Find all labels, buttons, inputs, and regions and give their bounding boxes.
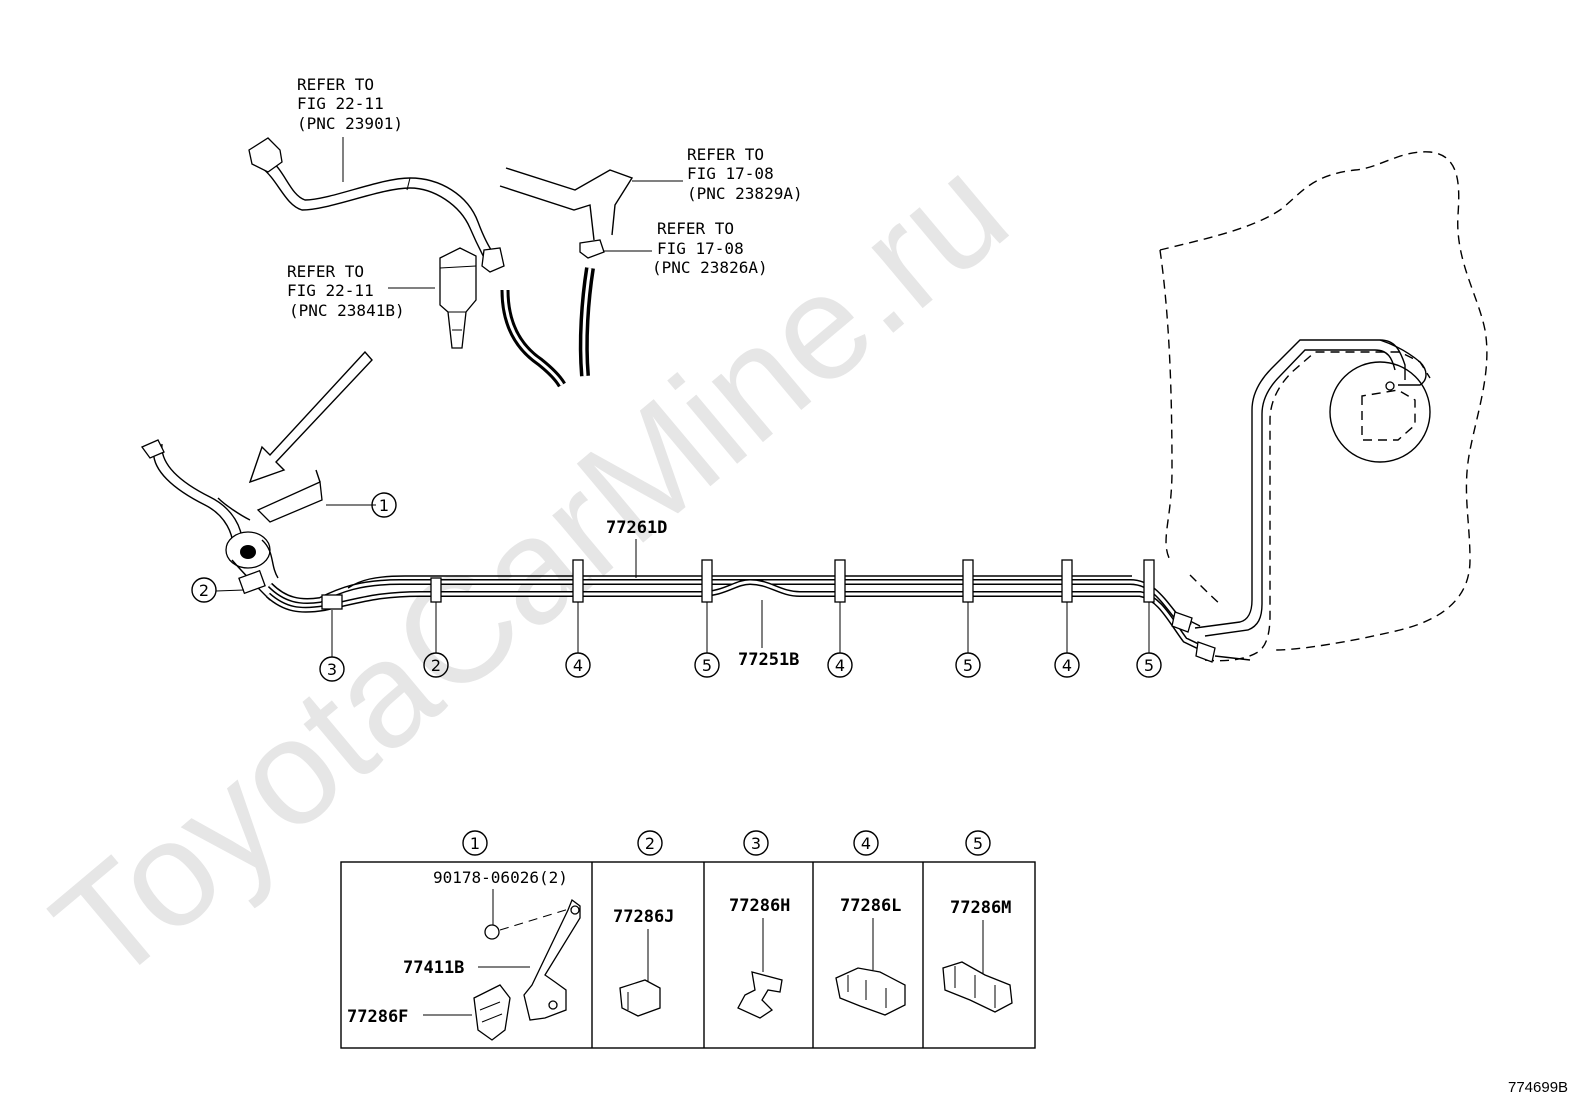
ref-line: REFER TO	[287, 262, 364, 281]
svg-text:4: 4	[1062, 656, 1072, 675]
callout-5c: 5	[1136, 602, 1162, 678]
clip-part-number: 77286H	[729, 896, 790, 916]
ref-23826a: REFER TO FIG 17-08 (PNC 23826A)	[600, 219, 768, 277]
callout-2: 2	[423, 602, 449, 678]
callout-4b: 4	[827, 602, 853, 678]
bracket-77411b-installed	[256, 469, 376, 523]
table-header-2: 2	[637, 830, 663, 856]
callout-3: 3	[319, 610, 345, 682]
svg-text:4: 4	[861, 834, 871, 853]
bolt-icon	[484, 924, 500, 940]
ref-23901: REFER TO FIG 22-11 (PNC 23901)	[297, 75, 403, 182]
clip-77286l-icon	[835, 967, 906, 1016]
callout-5a: 5	[694, 602, 720, 678]
ref-line: FIG 22-11	[297, 94, 384, 113]
svg-text:5: 5	[973, 834, 983, 853]
clip-77286j-icon	[619, 979, 661, 1017]
hose-23829a	[499, 167, 634, 259]
table-cell-4: 77286L	[835, 896, 906, 1016]
callout-5b: 5	[955, 602, 981, 678]
callout-4c: 4	[1054, 602, 1080, 678]
part-number-77261d: 77261D	[606, 518, 667, 538]
callout-2-front: 2	[191, 577, 245, 603]
clip-part-number: 77286J	[613, 907, 674, 927]
table-header-1: 1	[462, 830, 488, 856]
svg-text:2: 2	[199, 581, 209, 600]
clip-2b	[430, 577, 442, 603]
svg-text:3: 3	[327, 660, 337, 679]
table-cell-5: 77286M	[942, 898, 1013, 1013]
ref-line: (PNC 23829A)	[687, 184, 803, 203]
clip-5b	[962, 559, 974, 603]
clip-5c	[1143, 559, 1155, 603]
parts-table: 1 2 3 4 5 90178-06026(2) 774	[340, 830, 1036, 1049]
svg-text:1: 1	[379, 496, 389, 515]
front-lines	[140, 439, 251, 551]
clip-part-number: 77286L	[840, 896, 901, 916]
ref-23841b: REFER TO FIG 22-11 (PNC 23841B)	[287, 262, 435, 320]
svg-text:1: 1	[470, 834, 480, 853]
callout-1: 1	[371, 492, 397, 518]
ref-line: FIG 22-11	[287, 281, 374, 300]
clamp-part-number: 77286F	[347, 1007, 408, 1027]
fuel-tank-outline	[1159, 151, 1488, 651]
svg-text:2: 2	[431, 656, 441, 675]
ref-line: (PNC 23901)	[297, 114, 403, 133]
hose-short	[500, 289, 566, 388]
clip-77286m-icon	[942, 961, 1013, 1013]
svg-text:4: 4	[573, 656, 583, 675]
callout-4a: 4	[565, 602, 591, 678]
part-number-77251b: 77251B	[738, 650, 799, 670]
clip-4b	[834, 559, 846, 603]
ref-line: FIG 17-08	[657, 239, 744, 258]
svg-text:2: 2	[645, 834, 655, 853]
hose-dark	[578, 267, 595, 377]
ref-line: (PNC 23826A)	[652, 258, 768, 277]
table-cell-1: 90178-06026(2) 77411B 77286F	[347, 868, 581, 1041]
table-header-4: 4	[853, 830, 879, 856]
arrow-icon	[248, 350, 373, 484]
svg-text:5: 5	[702, 656, 712, 675]
ref-line: REFER TO	[687, 145, 764, 164]
callouts: 1 2 3 2 4 5 4	[191, 492, 1162, 682]
table-cell-2: 77286J	[613, 907, 674, 1017]
ref-line: FIG 17-08	[687, 164, 774, 183]
ref-line: REFER TO	[657, 219, 734, 238]
table-cell-3: 77286H	[729, 896, 790, 1019]
bolt-part-number: 90178-06026(2)	[433, 868, 568, 887]
svg-text:5: 5	[1144, 656, 1154, 675]
figure-code: 774699B	[1508, 1079, 1568, 1096]
hose-23901	[248, 137, 505, 273]
bracket-part-number: 77411B	[403, 958, 464, 978]
svg-text:5: 5	[963, 656, 973, 675]
svg-text:3: 3	[751, 834, 761, 853]
clip-5a	[701, 559, 713, 603]
clip-part-number: 77286M	[950, 898, 1011, 918]
table-header-3: 3	[743, 830, 769, 856]
connector-23841b	[439, 247, 477, 349]
ref-line: (PNC 23841B)	[289, 301, 405, 320]
bracket-77411b-icon	[523, 898, 581, 1021]
svg-text:4: 4	[835, 656, 845, 675]
ref-line: REFER TO	[297, 75, 374, 94]
table-header-5: 5	[965, 830, 991, 856]
clip-4a	[572, 559, 584, 603]
clamp-77286f-icon	[473, 984, 511, 1041]
ref-23829a: REFER TO FIG 17-08 (PNC 23829A)	[632, 145, 803, 203]
clip-2a	[238, 569, 266, 595]
clip-3	[321, 594, 343, 610]
clip-4c	[1061, 559, 1073, 603]
clip-77286h-icon	[737, 971, 783, 1019]
rear-lines	[1171, 339, 1431, 663]
